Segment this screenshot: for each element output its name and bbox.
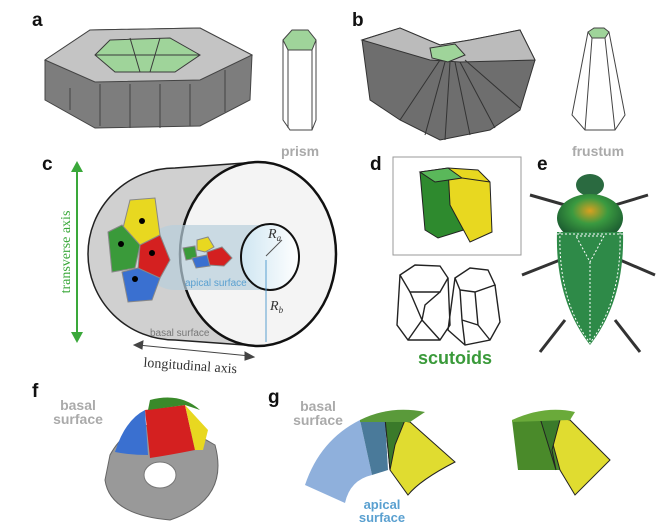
colored-scutoids <box>418 167 493 243</box>
panel-a: a prism <box>32 10 319 159</box>
scutoid-single-g <box>512 409 611 496</box>
basal-cells <box>107 197 171 303</box>
apical-surface-g-line2: surface <box>359 510 405 525</box>
scutoid-pair-g <box>305 409 456 503</box>
panel-b: b frustum <box>352 10 626 159</box>
panel-label-f: f <box>32 381 39 402</box>
panel-f: f basal surface <box>32 381 219 521</box>
basal-surface-g-line1: basal <box>300 398 336 414</box>
transverse-axis-label: transverse axis <box>59 211 74 294</box>
panel-label-b: b <box>352 10 364 31</box>
longitudinal-axis-label: longitudinal axis <box>143 356 238 378</box>
panel-d: d scutoids <box>370 154 522 368</box>
prism-label: prism <box>281 143 319 159</box>
basal-surface-g-line2: surface <box>293 412 343 428</box>
panel-label-c: c <box>42 154 53 175</box>
frustum-tissue <box>360 27 536 141</box>
apical-cells <box>182 236 233 269</box>
panel-g: g basal surface apical surface <box>268 387 611 525</box>
scutoids-caption: scutoids <box>418 348 492 368</box>
panel-label-a: a <box>32 10 43 31</box>
apical-surface-label: apical surface <box>185 278 247 289</box>
rb-label: Rb <box>269 299 284 315</box>
basal-surface-f-line1: basal <box>60 397 96 413</box>
basal-surface-f-line2: surface <box>53 411 103 427</box>
wireframe-scutoids <box>396 264 501 346</box>
panel-label-g: g <box>268 387 280 408</box>
frustum-label: frustum <box>572 143 624 159</box>
scutoid-ring-f <box>104 397 219 521</box>
prism-shape <box>282 29 317 131</box>
panel-e: e <box>521 154 656 353</box>
panel-c: c transverse axis apical surface <box>42 154 338 378</box>
apical-surface-g-line1: apical <box>364 497 401 512</box>
panel-label-d: d <box>370 154 382 175</box>
basal-surface-label: basal surface <box>150 328 210 339</box>
prism-tissue <box>43 27 254 129</box>
beetle-image <box>521 174 656 353</box>
ra-label: Ra <box>267 227 282 243</box>
frustum-shape <box>571 27 626 131</box>
longitudinal-axis-arrow <box>132 340 256 361</box>
panel-label-e: e <box>537 154 548 175</box>
transverse-axis-arrow <box>71 161 83 343</box>
